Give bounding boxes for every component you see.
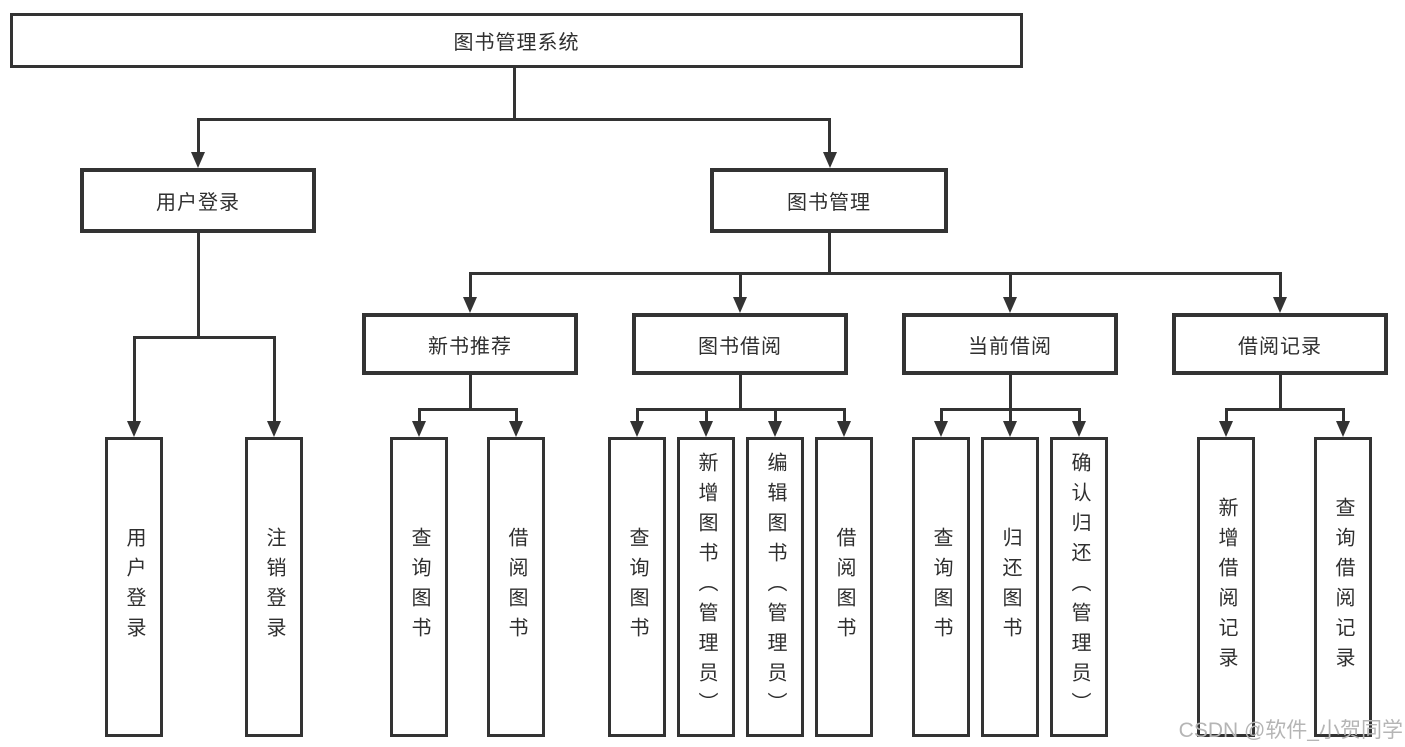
leaf-label: 用户登录	[123, 527, 145, 647]
connector-line	[828, 233, 831, 272]
connector-line	[1009, 408, 1012, 421]
connector-line	[197, 233, 200, 336]
connector-line	[1009, 375, 1012, 408]
arrow-down-icon	[733, 297, 747, 313]
leaf-label: 查询借阅记录	[1332, 497, 1354, 677]
connector-line	[469, 272, 1282, 275]
leaf-borrow-books-recommend: 借阅图书	[487, 437, 545, 737]
connector-line	[636, 408, 639, 421]
node-library-management-system: 图书管理系统	[10, 13, 1023, 68]
node-new-book-recommendation: 新书推荐	[362, 313, 578, 375]
connector-line	[1279, 375, 1282, 408]
connector-line	[843, 408, 846, 421]
node-label: 图书管理	[787, 192, 871, 214]
node-borrowing-records: 借阅记录	[1172, 313, 1388, 375]
watermark: CSDN @软件_小贺同学	[1178, 719, 1403, 742]
arrow-down-icon	[630, 421, 644, 437]
node-label: 用户登录	[156, 192, 240, 214]
connector-line	[418, 408, 421, 421]
connector-line	[1342, 408, 1345, 421]
connector-line	[705, 408, 708, 421]
leaf-borrow-books: 借阅图书	[815, 437, 873, 737]
arrow-down-icon	[509, 421, 523, 437]
connector-line	[940, 408, 943, 421]
arrow-down-icon	[1219, 421, 1233, 437]
arrow-down-icon	[1003, 421, 1017, 437]
connector-line	[197, 118, 200, 152]
leaf-label: 归还图书	[999, 527, 1021, 647]
leaf-confirm-return-admin: 确认归还（管理员）	[1050, 437, 1108, 737]
connector-line	[513, 68, 516, 118]
connector-line	[133, 336, 136, 421]
arrow-down-icon	[1336, 421, 1350, 437]
connector-line	[515, 408, 518, 421]
leaf-label: 新增借阅记录	[1215, 497, 1237, 677]
node-book-borrowing: 图书借阅	[632, 313, 848, 375]
leaf-label: 查询图书	[408, 527, 430, 647]
arrow-down-icon	[1273, 297, 1287, 313]
leaf-label: 借阅图书	[833, 527, 855, 647]
arrow-down-icon	[768, 421, 782, 437]
leaf-query-books-current: 查询图书	[912, 437, 970, 737]
leaf-user-login: 用户登录	[105, 437, 163, 737]
connector-line	[469, 272, 472, 297]
connector-line	[1225, 408, 1345, 411]
connector-line	[469, 375, 472, 408]
connector-line	[1009, 272, 1012, 297]
leaf-query-books-recommend: 查询图书	[390, 437, 448, 737]
arrow-down-icon	[699, 421, 713, 437]
arrow-down-icon	[412, 421, 426, 437]
arrow-down-icon	[1072, 421, 1086, 437]
leaf-label: 借阅图书	[505, 527, 527, 647]
arrow-down-icon	[837, 421, 851, 437]
connector-line	[739, 375, 742, 408]
leaf-label: 编辑图书（管理员）	[764, 452, 786, 722]
node-book-management: 图书管理	[710, 168, 948, 233]
leaf-label: 新增图书（管理员）	[695, 452, 717, 722]
node-label: 新书推荐	[428, 335, 512, 358]
connector-line	[197, 118, 831, 121]
connector-line	[739, 272, 742, 297]
connector-line	[418, 408, 518, 411]
arrow-down-icon	[191, 152, 205, 168]
connector-line	[636, 408, 846, 411]
leaf-add-books-admin: 新增图书（管理员）	[677, 437, 735, 737]
node-label: 图书借阅	[698, 335, 782, 358]
arrow-down-icon	[823, 152, 837, 168]
leaf-query-borrow-record: 查询借阅记录	[1314, 437, 1372, 737]
leaf-label: 注销登录	[263, 527, 285, 647]
leaf-add-borrow-record: 新增借阅记录	[1197, 437, 1255, 737]
connector-line	[828, 118, 831, 152]
connector-line	[273, 336, 276, 421]
leaf-label: 查询图书	[930, 527, 952, 647]
leaf-logout: 注销登录	[245, 437, 303, 737]
connector-line	[133, 336, 276, 339]
leaf-query-books-borrowing: 查询图书	[608, 437, 666, 737]
arrow-down-icon	[463, 297, 477, 313]
leaf-return-books: 归还图书	[981, 437, 1039, 737]
leaf-label: 查询图书	[626, 527, 648, 647]
connector-line	[1225, 408, 1228, 421]
node-label: 当前借阅	[968, 335, 1052, 358]
node-label: 图书管理系统	[453, 32, 580, 54]
connector-line	[1078, 408, 1081, 421]
node-user-login: 用户登录	[80, 168, 316, 233]
arrow-down-icon	[934, 421, 948, 437]
node-current-borrowing: 当前借阅	[902, 313, 1118, 375]
arrow-down-icon	[267, 421, 281, 437]
node-label: 借阅记录	[1238, 335, 1322, 358]
arrow-down-icon	[1003, 297, 1017, 313]
arrow-down-icon	[127, 421, 141, 437]
leaf-label: 确认归还（管理员）	[1068, 452, 1090, 722]
connector-line	[1279, 272, 1282, 297]
connector-line	[774, 408, 777, 421]
leaf-edit-books-admin: 编辑图书（管理员）	[746, 437, 804, 737]
